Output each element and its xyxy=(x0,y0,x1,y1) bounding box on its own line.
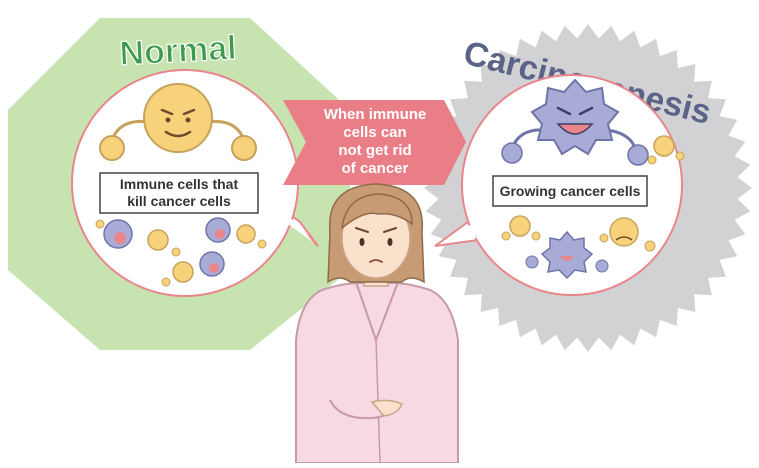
normal-label-line2: kill cancer cells xyxy=(127,193,231,209)
immune-cell-large-icon xyxy=(99,83,257,161)
immune-cell-weak-2-icon xyxy=(599,217,656,252)
immune-attack-cluster-3-icon xyxy=(161,251,225,287)
carcinogenesis-label: Growing cancer cells xyxy=(500,183,641,199)
immune-cell-weak-1-icon xyxy=(501,215,541,241)
carcinogenesis-label-box xyxy=(492,175,648,207)
patient-woman-icon xyxy=(295,183,459,464)
immune-attack-cluster-1-icon xyxy=(95,219,181,257)
immune-cell-small-right-icon xyxy=(647,135,685,165)
immune-attack-cluster-2-icon xyxy=(205,217,267,249)
arrow-line2: cells can xyxy=(343,124,406,141)
arrow-line1: When immune xyxy=(324,106,427,123)
normal-title: Normal xyxy=(119,29,238,73)
normal-label-line1: Immune cells that xyxy=(120,176,239,192)
center-arrow-shape xyxy=(283,100,466,185)
normal-label-box xyxy=(99,172,259,214)
arrow-line4: of cancer xyxy=(342,160,409,177)
arrow-line3: not get rid xyxy=(338,142,411,159)
cancer-cell-large-icon xyxy=(501,78,649,166)
cancer-cell-small-icon xyxy=(525,230,609,280)
